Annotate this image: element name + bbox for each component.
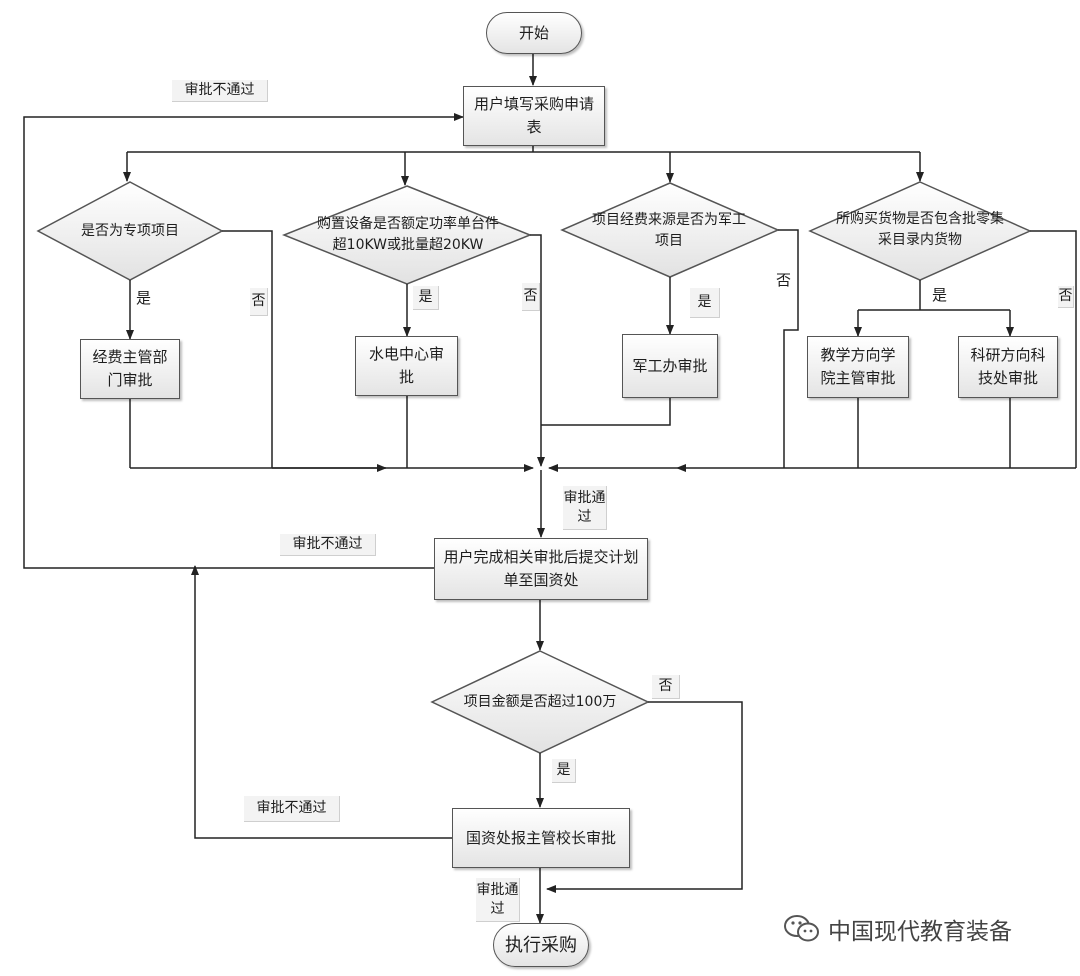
approved-label-merge: 审批通过 (563, 486, 607, 530)
decision-equipment-power-label: 购置设备是否额定功率单台件超10KW或批量超20KW (317, 216, 499, 253)
no-label-special: 否 (250, 288, 268, 316)
wechat-icon (784, 915, 819, 942)
principal-approval-box: 国资处报主管校长审批 (452, 808, 630, 868)
rejected-label-mid: 审批不通过 (280, 534, 376, 556)
decision-special-project-label: 是否为专项项目 (81, 222, 179, 239)
yes-label-amount: 是 (552, 759, 576, 783)
watermark-text: 中国现代教育装备 (828, 919, 1012, 945)
decision-amount-over-label: 项目金额是否超过100万 (463, 693, 617, 710)
research-office-approval-box: 科研方向科技处审批 (958, 336, 1058, 398)
dept-approval-box: 经费主管部门审批 (80, 339, 180, 399)
no-label-power: 否 (522, 283, 540, 311)
approved-label-final: 审批通过 (476, 878, 520, 922)
teaching-college-approval-box: 教学方向学院主管审批 (807, 336, 909, 398)
power-center-approval-box: 水电中心审批 (355, 336, 458, 396)
end-terminal: 执行采购 (493, 923, 589, 967)
decision-catalog-goods-label: 所购买货物是否包含批零集采目录内货物 (836, 211, 1004, 248)
yes-label-power: 是 (413, 286, 439, 310)
no-label-military: 否 (776, 271, 792, 289)
rejected-label-top: 审批不通过 (172, 80, 268, 102)
fill-form-box: 用户填写采购申请表 (463, 86, 605, 146)
decision-military-funding-label: 项目经费来源是否为军工项目 (592, 212, 746, 249)
yes-label-special: 是 (136, 289, 152, 307)
no-label-amount: 否 (652, 675, 680, 699)
rejected-label-bottom: 审批不通过 (244, 796, 340, 822)
no-label-catalog: 否 (1058, 286, 1074, 308)
submit-plan-box: 用户完成相关审批后提交计划单至国资处 (434, 538, 648, 600)
yes-label-catalog: 是 (932, 286, 948, 304)
yes-label-military: 是 (690, 288, 720, 318)
watermark: 中国现代教育装备 (782, 912, 1012, 946)
start-terminal: 开始 (486, 12, 582, 54)
military-office-approval-box: 军工办审批 (622, 334, 718, 398)
